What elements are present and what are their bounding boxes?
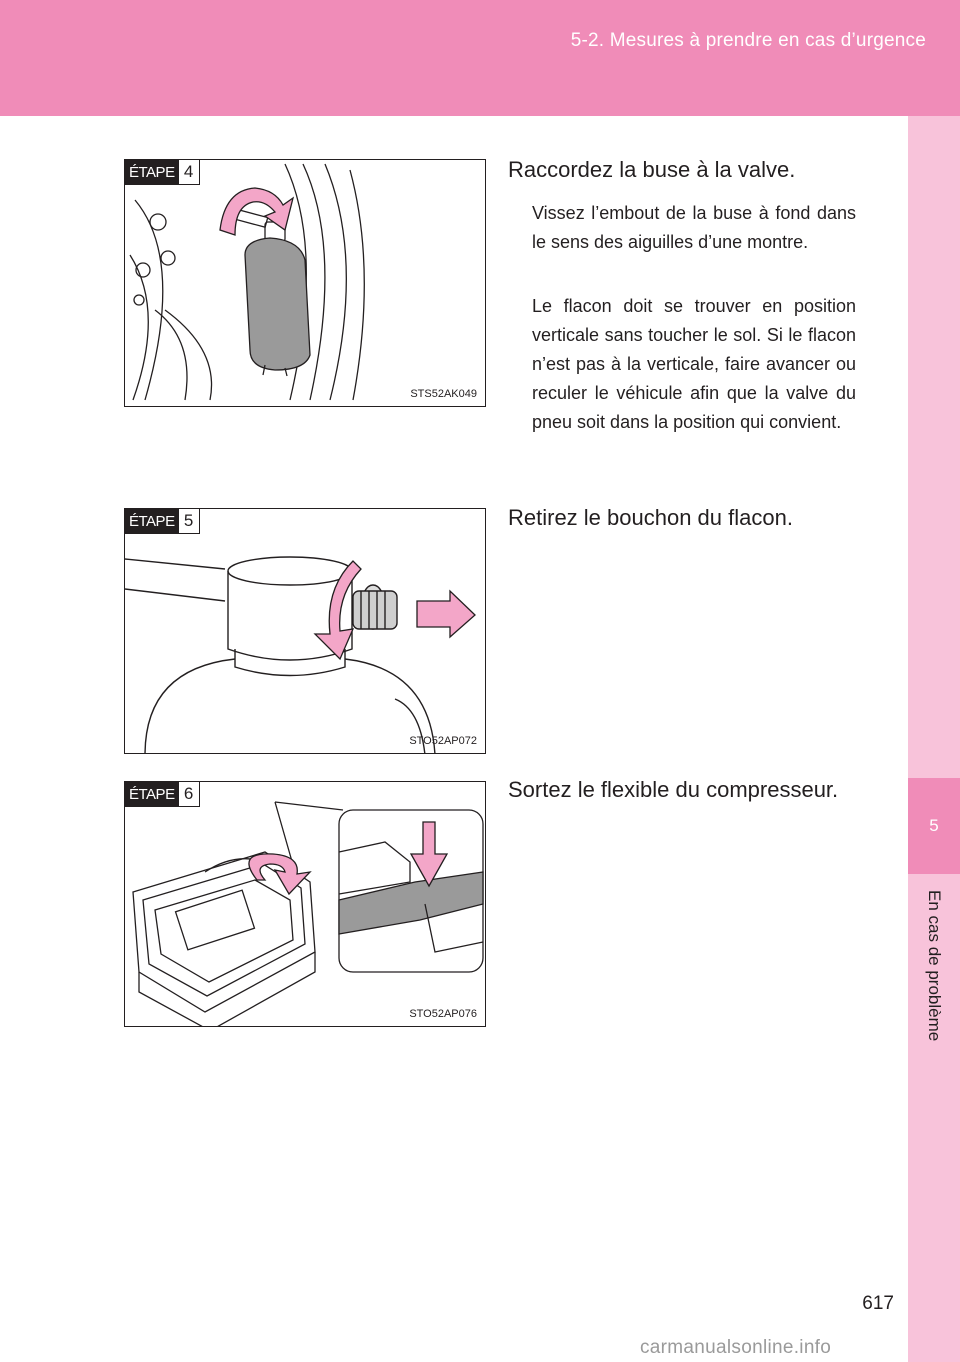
bottle-cap-removal-illustration [125, 556, 476, 753]
step-badge-label: ÉTAPE [125, 509, 179, 533]
compressor-hose-illustration [132, 801, 484, 1026]
step-badge-number: 6 [178, 782, 199, 806]
figure-code: STO52AP072 [409, 735, 477, 747]
step-badge-number: 5 [178, 509, 199, 533]
step-5-heading: Retirez le bouchon du flacon. [508, 505, 793, 530]
watermark-link[interactable]: carmanualsonline.info [640, 1337, 832, 1358]
chapter-title: En cas de problème [925, 890, 944, 1042]
figure-code: STS52AK049 [410, 388, 477, 400]
figure-step-4: ÉTAPE 4 STS52AK049 [124, 159, 486, 407]
step-badge-number: 4 [178, 160, 199, 184]
step-badge: ÉTAPE 6 [125, 782, 200, 807]
step-badge-label: ÉTAPE [125, 160, 179, 184]
step-6-heading: Sortez le flexible du compresseur. [508, 777, 839, 802]
chapter-number[interactable]: 5 [908, 778, 960, 874]
step-badge-label: ÉTAPE [125, 782, 179, 806]
step-4-paragraph-1: Vissez l’embout de la buse à fond dans l… [532, 203, 856, 252]
step-badge: ÉTAPE 4 [125, 160, 200, 185]
step-4-heading: Raccordez la buse à la valve. [508, 157, 796, 182]
step-badge: ÉTAPE 5 [125, 509, 200, 534]
section-title: 5-2. Mesures à prendre en cas d’urgence [570, 30, 926, 51]
header-band [0, 0, 960, 116]
step-4-paragraph-2: Le flacon doit se trouver en position ve… [532, 296, 856, 432]
figure-step-5: ÉTAPE 5 STO52AP072 [124, 508, 486, 754]
nozzle-to-valve-illustration [129, 163, 365, 401]
figure-step-6: ÉTAPE 6 STO52AP076 [124, 781, 486, 1027]
figure-code: STO52AP076 [409, 1008, 477, 1020]
page-number: 617 [862, 1293, 894, 1314]
chapter-side-tab [908, 116, 960, 1362]
